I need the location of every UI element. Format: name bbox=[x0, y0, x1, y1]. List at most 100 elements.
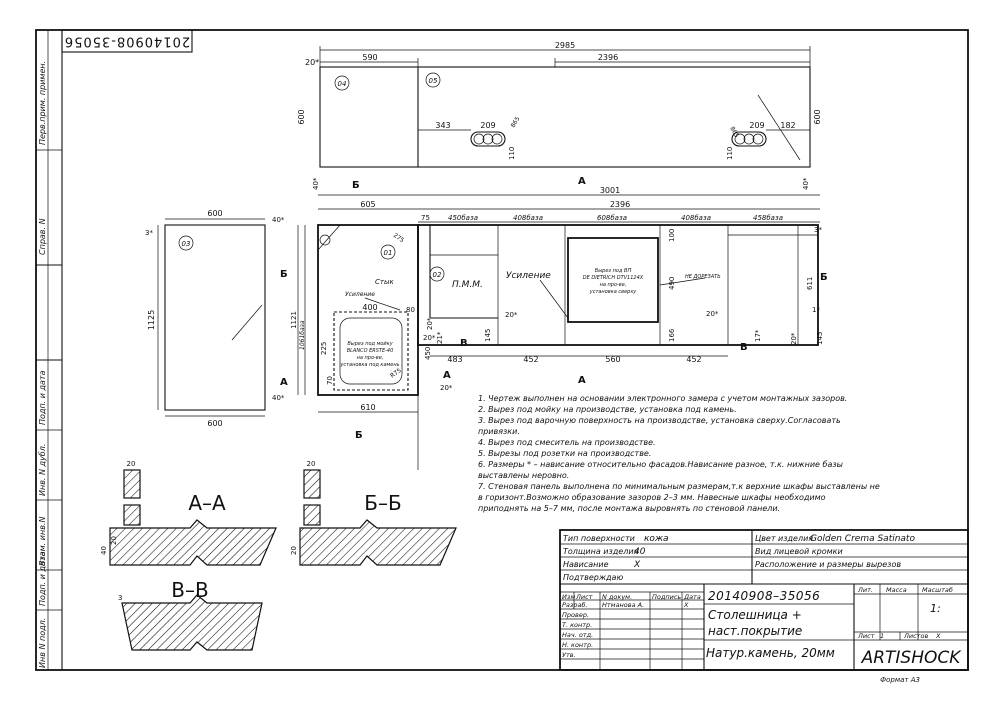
name-line-1: Столешница + bbox=[708, 608, 802, 622]
sp-dim-40-top: 40* bbox=[272, 216, 285, 224]
ct-dim-20-e: 20* bbox=[440, 384, 453, 392]
wp-dim-209-left: 209 bbox=[480, 121, 495, 130]
note-1: 1. Чертеж выполнен на основании электрон… bbox=[478, 394, 847, 403]
overhang-value: Х bbox=[633, 560, 641, 570]
ct-dim-450: 450 bbox=[424, 347, 432, 360]
sp-dim-3: 3* bbox=[145, 229, 153, 237]
label-sprav: Справ. N bbox=[38, 218, 47, 255]
notes: 1. Чертеж выполнен на основании электрон… bbox=[478, 394, 880, 513]
scale-label: Масштаб bbox=[922, 586, 953, 594]
sp-section-b: Б bbox=[280, 269, 288, 280]
ct-dim-17: 17* bbox=[754, 329, 762, 342]
wp-dim-865-right: 865 bbox=[728, 126, 740, 140]
row-nach-otd: Нач. отд. bbox=[562, 631, 593, 639]
color-value: Golden Crema Satinato bbox=[810, 534, 915, 544]
sink-note-2: BLANCO ERSTE-40 bbox=[347, 348, 394, 354]
wp-dim-865-left: 865 bbox=[510, 115, 522, 129]
scale-value: 1: bbox=[930, 602, 941, 615]
note-3: 3. Вырез под варочную поверхность на про… bbox=[478, 416, 841, 425]
hdr-doc: N докум. bbox=[602, 593, 632, 601]
side-panel-03: 600 600 3* 40* 40* 1125 03 Б А bbox=[145, 209, 288, 428]
sink-note-4: установка под камень bbox=[339, 362, 399, 368]
stamp-number: 20140908-35056 bbox=[64, 34, 190, 49]
ct-dim-458baza: 458базa bbox=[753, 214, 783, 222]
wp-dim-110-right: 110 bbox=[726, 147, 734, 160]
sheets-value: Х bbox=[935, 632, 941, 640]
note-7: 7. Стеновая панель выполнена по минималь… bbox=[478, 482, 880, 491]
section-aa-dim-40: 40 bbox=[100, 546, 108, 555]
ct-dim-610: 610 bbox=[360, 403, 375, 412]
ct-dim-80: 80 bbox=[406, 306, 415, 314]
label-podp-data-2: Подп. и дата bbox=[38, 551, 47, 606]
note-5: 5. Вырезы под розетки на производстве. bbox=[478, 449, 651, 458]
ct-dim-400: 400 bbox=[362, 303, 377, 312]
row-utv: Утв. bbox=[562, 651, 576, 659]
note-7c: приподнять на 5–7 мм, после монтажа выро… bbox=[478, 504, 780, 513]
note-2: 2. Вырез под мойку на производстве, уста… bbox=[478, 405, 737, 414]
hob-note-3: на про-ве, bbox=[600, 282, 627, 288]
item-05: 05 bbox=[429, 77, 438, 85]
ct-dim-3001: 3001 bbox=[600, 186, 620, 195]
hdr-date: Дата bbox=[683, 593, 701, 601]
sp-dim-600-top: 600 bbox=[207, 209, 222, 218]
ct-dim-70: 20* bbox=[426, 317, 434, 330]
hdr-sign: Подпись bbox=[652, 593, 681, 601]
wall-panel: 04 05 20* 590 2985 2396 600 600 343 209 … bbox=[297, 41, 822, 190]
material: Натур.камень, 20мм bbox=[706, 646, 835, 660]
ct-dim-145-left: 145 bbox=[484, 329, 492, 342]
ct-dim-166: 166 bbox=[668, 328, 676, 342]
sheets-label: Листов bbox=[903, 632, 928, 640]
ct-dim-608baza: 608базa bbox=[597, 214, 627, 222]
ct-section-b-right: Б bbox=[820, 272, 828, 283]
section-vv: В–В 3 bbox=[118, 578, 263, 651]
ct-dim-408baza-2: 408базa bbox=[681, 214, 711, 222]
hdr-list: Лист bbox=[575, 593, 593, 601]
sheet-value: 1 bbox=[880, 632, 884, 640]
sink-note-1: Вырез под мойку bbox=[347, 341, 393, 347]
label-pmm: П.М.М. bbox=[452, 280, 483, 290]
ct-section-b-top: Б bbox=[352, 180, 360, 191]
format-label: Формат А3 bbox=[880, 676, 920, 684]
ct-dim-21: 21* bbox=[436, 331, 444, 344]
sheet-frame bbox=[35, 29, 969, 671]
hob-note-2: DE DIETRICH DTV1124X bbox=[583, 275, 644, 281]
ct-dim-452-a: 452 bbox=[523, 355, 538, 364]
wp-dim-209-right: 209 bbox=[749, 121, 764, 130]
color-label: Цвет изделия bbox=[755, 534, 813, 543]
lit-label: Лит. bbox=[857, 586, 873, 594]
note-7b: в горизонт.Возможно образование зазоров … bbox=[478, 493, 826, 502]
surface-label: Тип поверхности bbox=[563, 534, 635, 543]
section-bb-title: Б–Б bbox=[364, 491, 401, 515]
ct-section-v-left: В bbox=[460, 338, 468, 349]
note-4: 4. Вырез под смеситель на производстве. bbox=[478, 438, 656, 447]
ct-dim-20-d: 20* bbox=[790, 332, 798, 345]
label-ne-dorezat: НЕ ДОРЕЗАТЬ bbox=[685, 274, 721, 280]
label-inv-dubl: Инв. N дубл. bbox=[38, 444, 47, 496]
label-styk: Стык bbox=[375, 278, 394, 286]
wp-dim-110-left: 110 bbox=[508, 147, 516, 160]
label-podp-data-1: Подп. и дата bbox=[38, 370, 47, 425]
ct-section-v-right: В bbox=[740, 342, 748, 353]
hob-note-1: Вырез под ВП bbox=[595, 268, 632, 274]
ct-dim-408baza-1: 408базa bbox=[513, 214, 543, 222]
layout-label: Расположение и размеры вырезов bbox=[755, 560, 901, 569]
note-6: 6. Размеры * – нависание относительно фа… bbox=[478, 460, 843, 469]
row-razrab: Разраб. bbox=[562, 601, 588, 609]
overhang-label: Нависание bbox=[563, 560, 609, 569]
surface-value: кожа bbox=[644, 534, 669, 544]
wp-dim-20: 20* bbox=[305, 58, 319, 67]
section-aa-title: А–А bbox=[188, 491, 226, 515]
row-n-kontr: Н. контр. bbox=[562, 641, 593, 649]
sink-note-3: на про-ве, bbox=[357, 355, 384, 361]
section-aa: А–А 20 40 20 bbox=[100, 460, 277, 566]
ct-section-a-bottom: А bbox=[578, 375, 586, 386]
sheet-label: Лист bbox=[857, 632, 875, 640]
ct-dim-20-b: 20* bbox=[706, 310, 719, 318]
developer-name: Нтманова А. bbox=[602, 601, 644, 609]
ct-dim-20-a: 20* bbox=[505, 311, 518, 319]
label-usilenie-left: Усиление bbox=[345, 291, 375, 298]
ct-section-a-right: А bbox=[443, 370, 451, 381]
wp-dim-600-right: 600 bbox=[813, 109, 822, 124]
ct-dim-1121: 1121 bbox=[290, 311, 298, 329]
